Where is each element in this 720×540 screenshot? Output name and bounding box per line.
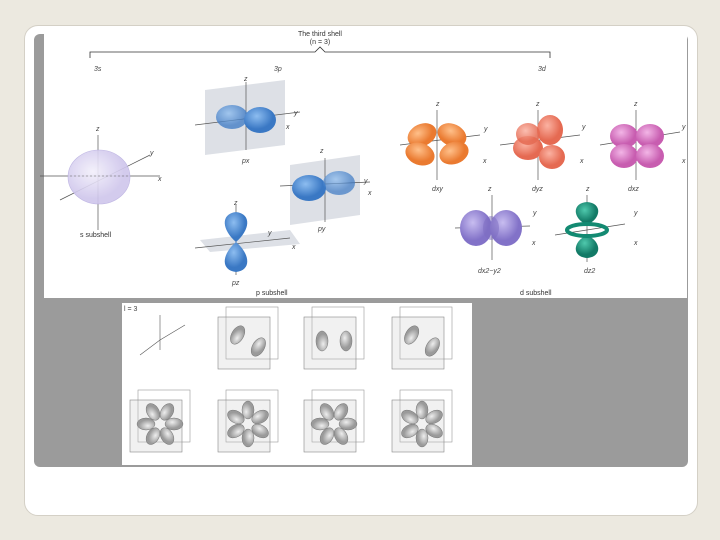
dz2-axis-z: z (586, 186, 590, 193)
f-orbital-boxes (139, 315, 186, 356)
dx2y2-orbital-diagram (454, 195, 531, 260)
dxy-axis-x: x (483, 158, 487, 165)
s-axis-z: z (96, 126, 100, 133)
dz2-orbital-diagram (554, 195, 626, 262)
py-axis-y: y (364, 178, 368, 185)
dyz-axis-y: y (582, 124, 586, 131)
dxz-axis-x: x (682, 158, 686, 165)
pz-axis-y: y (268, 230, 272, 237)
dyz-axis-x: x (580, 158, 584, 165)
dz2-axis-x: x (634, 240, 638, 247)
pz-orbital-diagram (194, 205, 300, 275)
dxz-axis-z: z (634, 101, 638, 108)
dxz-axis-y: y (682, 124, 686, 131)
py-label: py (318, 226, 326, 233)
f-box-label: l = 3 (124, 306, 138, 313)
dxy-orbital-diagram (399, 110, 481, 180)
f-cube-cell (217, 389, 279, 453)
dz2-label: dz2 (584, 268, 596, 275)
col-3s-label: 3s (94, 66, 102, 73)
shell-subtitle-text: (n = 3) (309, 38, 331, 46)
f-cube-cell (391, 306, 453, 370)
col-3d-label: 3d (538, 66, 546, 73)
py-axis-z: z (320, 148, 324, 155)
dyz-axis-z: z (536, 101, 540, 108)
pz-axis-x: x (292, 244, 296, 251)
pz-label: pz (232, 280, 240, 287)
dx2y2-axis-z: z (488, 186, 492, 193)
dx2y2-axis-x: x (532, 240, 536, 247)
dyz-label: dyz (532, 186, 543, 193)
dxy-label: dxy (432, 186, 443, 193)
px-axis-x: x (286, 124, 290, 131)
px-axis-y: y (294, 110, 298, 117)
f-cube-cell (391, 389, 453, 453)
f-cube-cell (129, 389, 191, 453)
shell-bracket (89, 46, 551, 58)
f-axes-box (139, 315, 186, 356)
px-axis-z: z (244, 76, 248, 83)
f-cube-cell (303, 389, 365, 453)
s-axis-y: y (150, 150, 154, 157)
px-orbital-diagram (194, 80, 301, 155)
dz2-axis-y: y (634, 210, 638, 217)
dxy-axis-z: z (436, 101, 440, 108)
shell-title: The third shell (n = 3) (280, 31, 360, 46)
dx2y2-label: dx2−y2 (478, 268, 501, 275)
pz-axis-z: z (234, 200, 238, 207)
dx2y2-axis-y: y (533, 210, 537, 217)
col-3p-label: 3p (274, 66, 282, 73)
s-orbital-diagram (40, 135, 160, 230)
shell-title-text: The third shell (298, 31, 342, 38)
p-subshell-caption: p subshell (256, 290, 288, 297)
s-orbital-sphere (67, 149, 131, 205)
s-axis-x: x (158, 176, 162, 183)
f-cube-cell (303, 306, 365, 370)
dxz-label: dxz (628, 186, 639, 193)
dyz-orbital-diagram (499, 110, 581, 180)
s-subshell-caption: s subshell (80, 232, 112, 239)
py-axis-x: x (368, 190, 372, 197)
py-orbital-diagram (279, 155, 371, 225)
px-label: px (242, 158, 250, 165)
dxz-orbital-diagram (599, 110, 681, 180)
d-subshell-caption: d subshell (520, 290, 552, 297)
dxy-axis-y: y (484, 126, 488, 133)
f-cube-cell (217, 306, 279, 370)
